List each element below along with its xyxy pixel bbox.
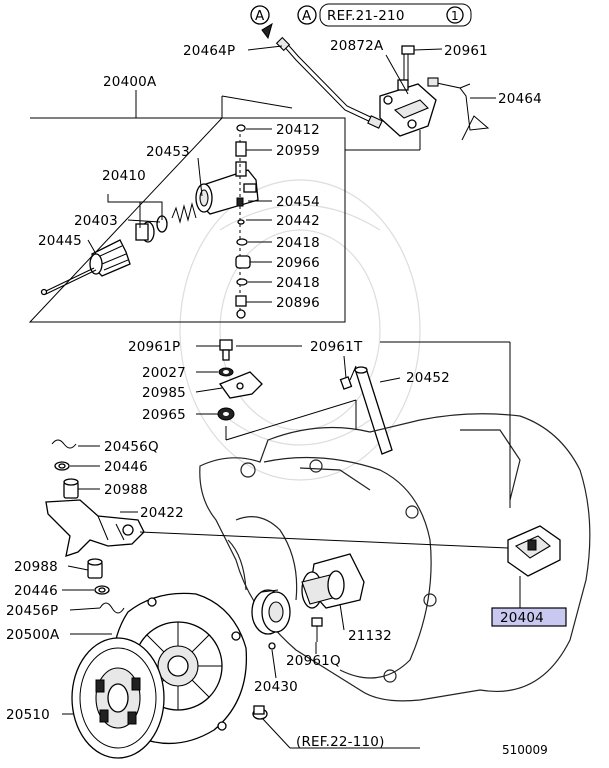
clutch-disc-20510 xyxy=(71,637,165,759)
label-20454: 20454 xyxy=(276,194,320,210)
label-20966: 20966 xyxy=(276,255,320,271)
label-20430: 20430 xyxy=(254,679,298,695)
leader-lines xyxy=(62,45,496,715)
boot-20404[interactable] xyxy=(507,525,561,577)
label-ref-22-110: (REF.22-110) xyxy=(296,734,385,750)
pilot-bushing xyxy=(252,705,268,720)
pipe-20464 xyxy=(427,77,490,141)
union-block-20872A xyxy=(379,79,437,137)
pipe-20464P xyxy=(275,36,383,129)
label-20961Q: 20961Q xyxy=(286,653,341,669)
label-20988a: 20988 xyxy=(104,482,148,498)
label-20961T: 20961T xyxy=(310,339,363,355)
bushing-20988a xyxy=(63,478,79,499)
label-20422: 20422 xyxy=(140,505,184,521)
label-20965: 20965 xyxy=(142,407,186,423)
label-20959: 20959 xyxy=(276,143,320,159)
label-20872A: 20872A xyxy=(330,38,384,54)
part-labels: 20464P 20872A 20961 20464 20400A 20412 2… xyxy=(6,38,548,757)
svg-text:1: 1 xyxy=(451,9,459,23)
label-20418b: 20418 xyxy=(276,275,320,291)
spring-20410 xyxy=(171,202,197,224)
label-20453: 20453 xyxy=(146,144,190,160)
washer-20027 xyxy=(218,367,234,377)
ref-21-box[interactable]: A REF.21-210 1 xyxy=(297,3,472,27)
label-20464P: 20464P xyxy=(183,43,235,59)
svg-text:REF.21-210: REF.21-210 xyxy=(327,8,405,24)
label-20452: 20452 xyxy=(406,370,450,386)
label-20961-top: 20961 xyxy=(444,43,488,59)
label-20988b: 20988 xyxy=(14,559,58,575)
label-20403: 20403 xyxy=(74,213,118,229)
push-rod xyxy=(40,267,97,296)
washer-20446b xyxy=(94,585,110,595)
label-20418a: 20418 xyxy=(276,235,320,251)
label-20027: 20027 xyxy=(142,365,186,381)
release-fork-20422 xyxy=(45,499,145,557)
boot-20445 xyxy=(89,239,131,277)
label-20446a: 20446 xyxy=(104,459,148,475)
spring-20456Q xyxy=(51,439,77,449)
piston-20403 xyxy=(135,221,155,243)
label-20456Q: 20456Q xyxy=(104,439,159,455)
ref-a-marker: A xyxy=(250,5,273,40)
small-parts-column xyxy=(235,124,251,319)
nut-20965 xyxy=(217,407,235,421)
label-20510: 20510 xyxy=(6,707,50,723)
label-20404: 20404 xyxy=(500,610,544,626)
release-cylinder-body xyxy=(195,161,259,215)
bearing-guide-21132 xyxy=(301,553,365,609)
label-20410: 20410 xyxy=(102,168,146,184)
washer-20446a xyxy=(54,461,70,471)
bolt-20961P xyxy=(219,339,233,361)
watermark-emblem xyxy=(179,179,421,481)
label-20412: 20412 xyxy=(276,122,320,138)
label-20464: 20464 xyxy=(498,91,542,107)
diagram-id: 510009 xyxy=(502,743,548,757)
label-20446b: 20446 xyxy=(14,583,58,599)
svg-text:A: A xyxy=(302,8,312,24)
highlighted-part-20404[interactable]: 20404 xyxy=(491,576,567,627)
label-20442: 20442 xyxy=(276,213,320,229)
label-20500A: 20500A xyxy=(6,627,60,643)
bolt-20961T xyxy=(339,365,357,390)
bushing-20988b xyxy=(87,558,103,579)
bracket-20985 xyxy=(218,371,263,399)
label-20961P: 20961P xyxy=(128,339,180,355)
bolt-20961-top xyxy=(401,45,415,82)
svg-text:A: A xyxy=(255,8,265,24)
label-20896: 20896 xyxy=(276,295,320,311)
label-21132: 21132 xyxy=(348,628,392,644)
label-20985: 20985 xyxy=(142,385,186,401)
label-20400A: 20400A xyxy=(103,74,157,90)
release-bearing-20430 xyxy=(251,589,291,650)
label-20456P: 20456P xyxy=(6,603,58,619)
bolt-20961Q xyxy=(311,617,323,642)
label-20445: 20445 xyxy=(38,233,82,249)
shaft-20452 xyxy=(354,366,393,455)
spring-20456P xyxy=(99,602,125,614)
